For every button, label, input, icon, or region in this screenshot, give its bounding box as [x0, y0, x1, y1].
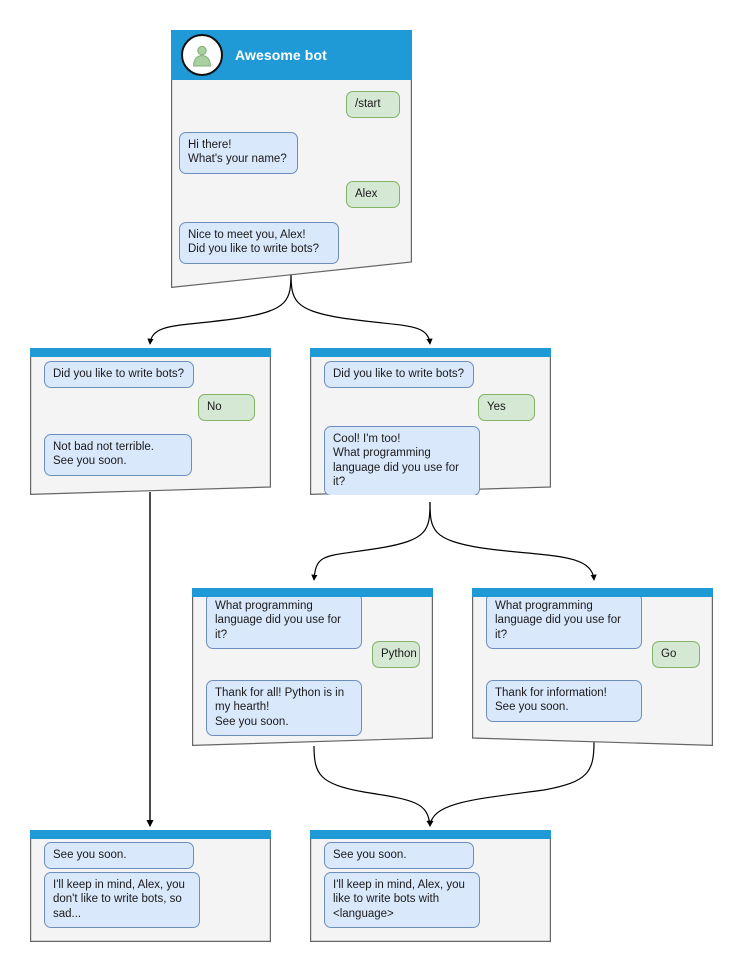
node-end-sad-header [30, 830, 271, 839]
chat-bubble-bot[interactable]: See you soon. [44, 842, 194, 870]
node-end-sad-chat: See you soon. I'll keep in mind, Alex, y… [30, 830, 271, 942]
chat-bubble-user[interactable]: /start [346, 91, 400, 119]
chat-bubble-bot[interactable]: What programming language did you use fo… [206, 593, 362, 649]
chat-bubble-user[interactable]: Go [652, 641, 700, 669]
node-yes-branch[interactable]: Did you like to write bots? Yes Cool! I'… [310, 348, 551, 495]
node-no-branch[interactable]: Did you like to write bots? No Not bad n… [30, 348, 271, 495]
edge-yes-to-python [311, 501, 431, 581]
node-yes-branch-header [310, 348, 551, 357]
node-yes-branch-chat: Did you like to write bots? Yes Cool! I'… [310, 348, 551, 495]
node-python-branch[interactable]: What programming language did you use fo… [192, 588, 433, 746]
chat-bubble-bot[interactable]: Thank for all! Python is in my hearth! S… [206, 680, 362, 736]
node-go-branch-chat: What programming language did you use fo… [472, 588, 713, 746]
chat-bubble-bot[interactable]: Cool! I'm too! What programming language… [324, 426, 480, 495]
node-end-sad[interactable]: See you soon. I'll keep in mind, Alex, y… [30, 830, 271, 942]
chat-bubble-bot[interactable]: What programming language did you use fo… [486, 593, 642, 649]
node-python-branch-chat: What programming language did you use fo… [192, 588, 433, 746]
chat-bubble-user[interactable]: Alex [346, 181, 400, 209]
node-no-branch-header [30, 348, 271, 357]
chat-bubble-bot[interactable]: Thank for information! See you soon. [486, 680, 642, 722]
edge-go-to-end [427, 741, 595, 827]
node-end-happy-chat: See you soon. I'll keep in mind, Alex, y… [310, 830, 551, 942]
chat-bubble-bot[interactable]: Did you like to write bots? [44, 361, 194, 389]
node-root-title: Awesome bot [235, 47, 327, 63]
node-end-happy-header [310, 830, 551, 839]
chat-bubble-bot[interactable]: Not bad not terrible. See you soon. [44, 434, 192, 476]
chat-bubble-bot[interactable]: See you soon. [324, 842, 474, 870]
node-end-happy[interactable]: See you soon. I'll keep in mind, Alex, y… [310, 830, 551, 942]
node-python-branch-header [192, 588, 433, 597]
chat-bubble-user[interactable]: Python [372, 641, 420, 669]
chat-bubble-bot[interactable]: I'll keep in mind, Alex, you like to wri… [324, 872, 480, 928]
node-root[interactable]: Awesome bot /start Hi there! What's your… [171, 30, 412, 288]
chat-bubble-user[interactable]: No [198, 394, 255, 422]
edge-python-to-end [313, 745, 433, 827]
edge-yes-to-go [429, 501, 597, 581]
node-go-branch-header [472, 588, 713, 597]
person-avatar-icon [181, 34, 223, 76]
chat-bubble-bot[interactable]: Hi there! What's your name? [179, 132, 298, 174]
chat-bubble-bot[interactable]: I'll keep in mind, Alex, you don't like … [44, 872, 200, 928]
node-no-branch-chat: Did you like to write bots? No Not bad n… [30, 348, 271, 495]
chat-bubble-bot[interactable]: Did you like to write bots? [324, 361, 474, 389]
node-go-branch[interactable]: What programming language did you use fo… [472, 588, 713, 746]
chat-bubble-user[interactable]: Yes [478, 394, 535, 422]
chat-bubble-bot[interactable]: Nice to meet you, Alex! Did you like to … [179, 222, 339, 264]
node-root-header: Awesome bot [171, 30, 412, 80]
node-root-chat: /start Hi there! What's your name? Alex … [171, 30, 412, 288]
